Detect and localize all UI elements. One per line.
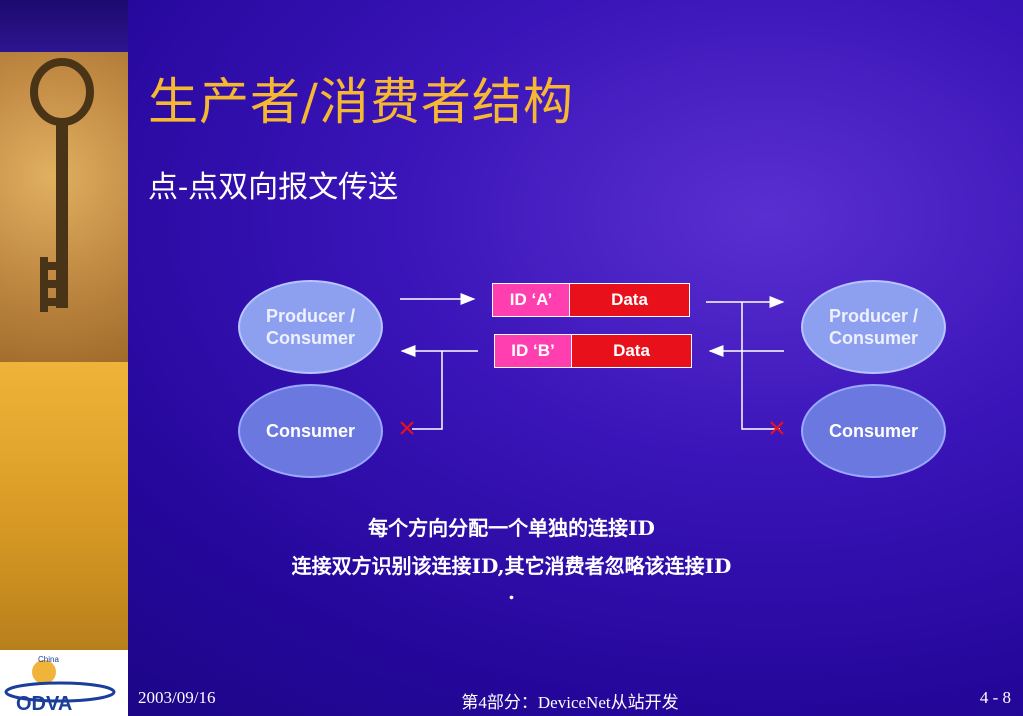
branch-left-to-consumer xyxy=(412,351,443,430)
key-image xyxy=(0,52,128,362)
message-a-data: Data xyxy=(570,284,689,316)
note-line-3: . xyxy=(508,580,515,604)
reject-mark-left xyxy=(400,421,414,435)
slide-title: 生产者/消费者结构 xyxy=(148,73,574,131)
slide-subtitle: 点-点双向报文传送 xyxy=(148,170,399,205)
right-producer-consumer-label: Producer / Consumer xyxy=(828,306,919,348)
left-consumer-node: Consumer xyxy=(238,384,383,478)
footer-page-number: 4 - 8 xyxy=(979,688,1011,707)
message-b: ID ‘B’ Data xyxy=(494,334,692,368)
svg-text:ODVA: ODVA xyxy=(16,693,72,715)
odva-logo: China ODVA xyxy=(0,650,128,716)
footer-section: 第4部分：DeviceNet从站开发 xyxy=(461,693,679,712)
message-b-id: ID ‘B’ xyxy=(495,335,572,367)
message-a: ID ‘A’ Data xyxy=(492,283,690,317)
message-b-data: Data xyxy=(572,335,691,367)
reject-mark-right xyxy=(770,421,784,435)
right-producer-consumer-node: Producer / Consumer xyxy=(801,280,946,374)
left-producer-consumer-label: Producer / Consumer xyxy=(265,306,356,348)
message-a-id: ID ‘A’ xyxy=(493,284,570,316)
note-line-2: 连接双方识别该连接ID,其它消费者忽略该连接ID xyxy=(291,554,732,578)
svg-text:China: China xyxy=(38,655,59,664)
note-line-1: 每个方向分配一个单独的连接ID xyxy=(368,516,655,540)
footer-date: 2003/09/16 xyxy=(138,688,216,707)
right-consumer-node: Consumer xyxy=(801,384,946,478)
right-consumer-label: Consumer xyxy=(828,421,918,441)
left-producer-consumer-node: Producer / Consumer xyxy=(238,280,383,374)
left-consumer-label: Consumer xyxy=(265,421,355,441)
branch-right-to-consumer xyxy=(741,302,780,430)
